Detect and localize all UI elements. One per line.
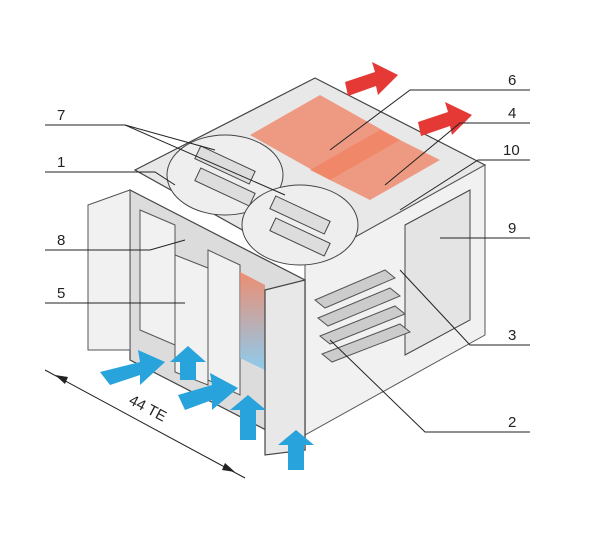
callout-2: 2 (508, 414, 516, 431)
left-door (87, 189, 131, 351)
board-8 (139, 209, 176, 346)
fan-right (241, 184, 359, 266)
hot-air-arrow (345, 62, 398, 96)
callout-5: 5 (57, 285, 65, 302)
leader-lines (45, 89, 530, 433)
heat-gradient (240, 272, 265, 370)
rear-frame (404, 189, 471, 356)
callout-1: 1 (57, 154, 65, 171)
dimension-label: 44 TE (126, 392, 169, 426)
callout-10: 10 (503, 142, 520, 159)
fan-left (166, 134, 284, 216)
callout-3: 3 (508, 327, 516, 344)
callout-7: 7 (57, 107, 65, 124)
card-guides (314, 269, 411, 363)
callout-9: 9 (508, 220, 516, 237)
board (207, 249, 241, 396)
front-post (264, 279, 306, 456)
callout-8: 8 (57, 232, 65, 249)
callout-4: 4 (508, 105, 516, 122)
cold-air-arrows (100, 346, 314, 470)
hot-air-arrow (418, 102, 472, 136)
callout-6: 6 (508, 72, 516, 89)
hot-air-band (310, 130, 440, 200)
